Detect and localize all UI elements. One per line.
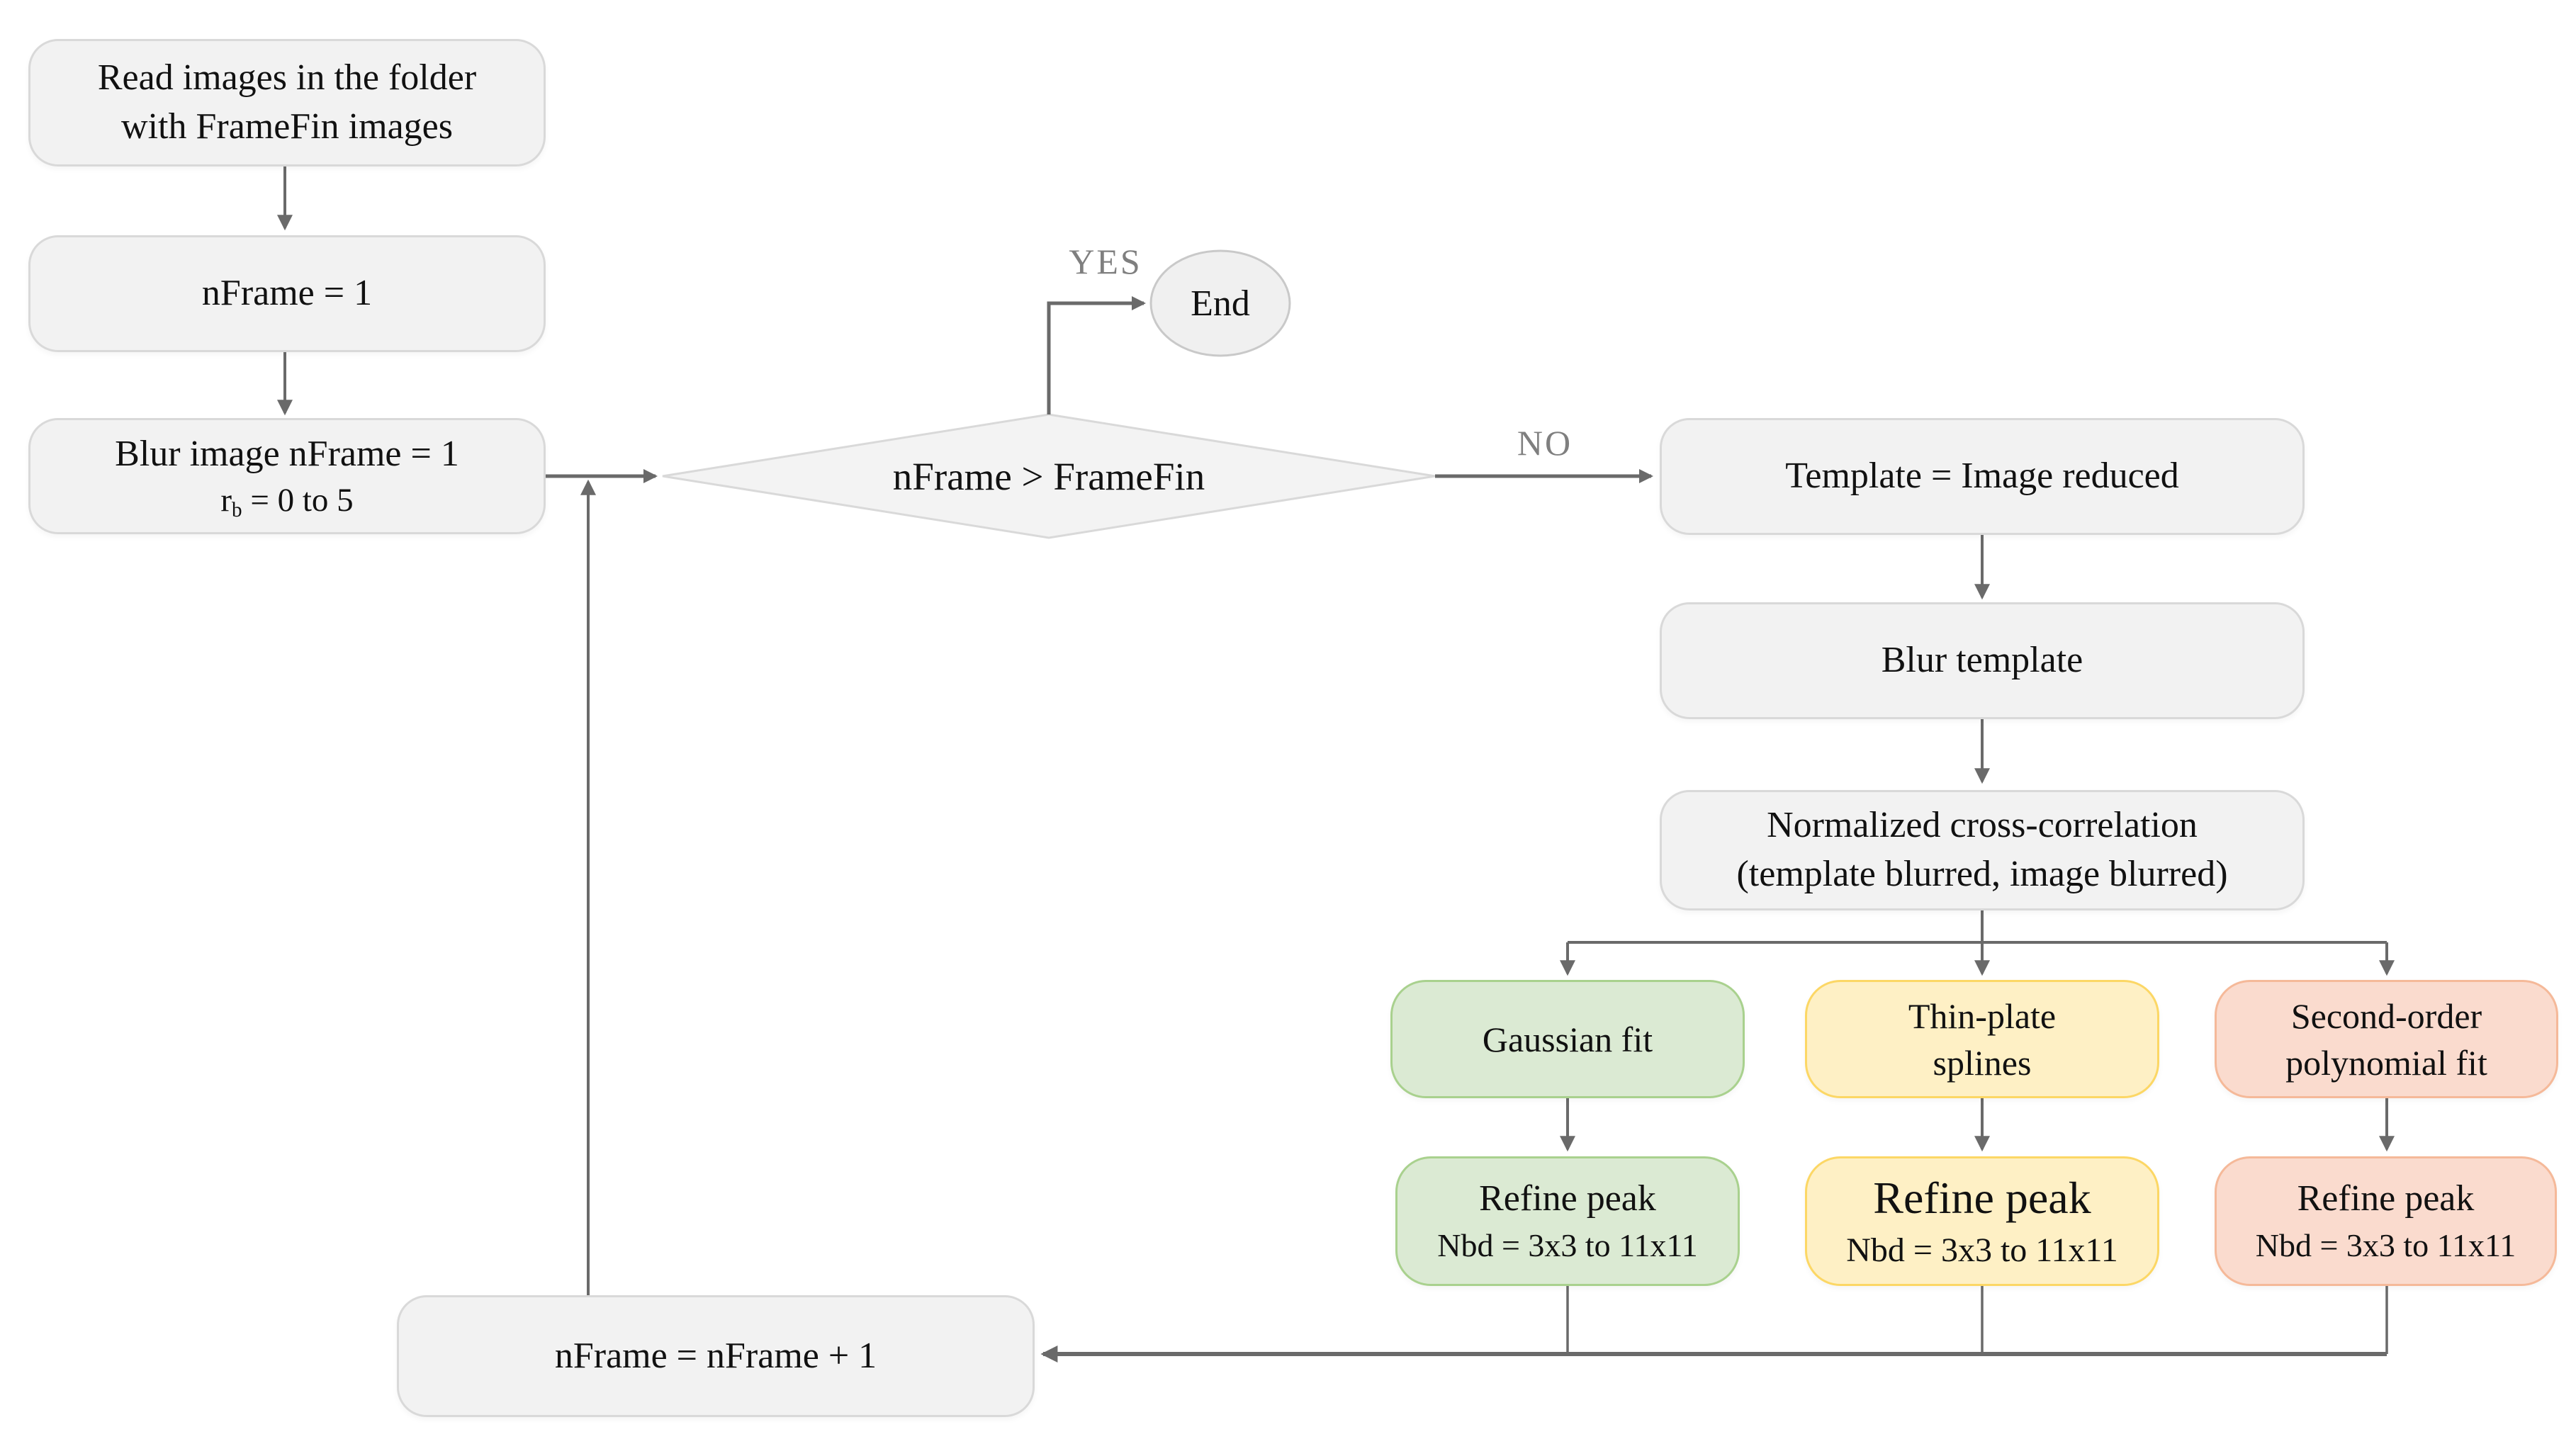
end-ellipse-shape: [1149, 249, 1291, 357]
node-increment-label: nFrame = nFrame + 1: [554, 1335, 877, 1376]
node-end-label: End: [1191, 283, 1250, 324]
node-blur-template-label: Blur template: [1881, 640, 2083, 681]
node-template-label: Template = Image reduced: [1785, 456, 2179, 497]
node-blur-image-line2: rb = 0 to 5: [220, 482, 354, 522]
node-decision-label: nFrame > FrameFin: [892, 454, 1205, 498]
node-init-frame-label: nFrame = 1: [201, 273, 373, 314]
node-second-order-line1: Second-order: [2290, 995, 2482, 1036]
refine-gaussian-title: Refine peak: [1479, 1178, 1656, 1219]
node-increment: nFrame = nFrame + 1: [397, 1295, 1035, 1417]
refine-thin-plate-subtitle: Nbd = 3x3 to 11x11: [1846, 1231, 2118, 1269]
refine-gaussian-subtitle: Nbd = 3x3 to 11x11: [1437, 1226, 1698, 1263]
node-gaussian-fit-label: Gaussian fit: [1482, 1019, 1653, 1059]
node-thin-plate-line2: splines: [1933, 1042, 2032, 1083]
node-refine-peak-gaussian: Refine peak Nbd = 3x3 to 11x11: [1395, 1156, 1740, 1286]
node-thin-plate-line1: Thin-plate: [1908, 995, 2057, 1036]
node-thin-plate-splines: Thin-plate splines: [1805, 980, 2159, 1098]
refine-second-order-title: Refine peak: [2297, 1178, 2475, 1219]
node-blur-image-line1: Blur image nFrame = 1: [115, 433, 459, 474]
node-refine-peak-thin-plate: Refine peak Nbd = 3x3 to 11x11: [1805, 1156, 2159, 1286]
node-blur-image: Blur image nFrame = 1 rb = 0 to 5: [28, 418, 546, 534]
edge-label-no: NO: [1517, 423, 1573, 463]
node-gaussian-fit: Gaussian fit: [1390, 980, 1745, 1098]
node-read-images-line1: Read images in the folder: [97, 57, 477, 98]
node-init-frame: nFrame = 1: [28, 235, 546, 352]
node-read-images: Read images in the folder with FrameFin …: [28, 39, 546, 167]
node-blur-template: Blur template: [1660, 602, 2305, 719]
edge-decision-yes-to-end: [1047, 296, 1146, 414]
node-ncc-line2: (template blurred, image blurred): [1736, 854, 2228, 894]
node-ncc-line1: Normalized cross-correlation: [1767, 805, 2198, 846]
node-second-order-fit: Second-order polynomial fit: [2215, 980, 2558, 1098]
refine-thin-plate-title: Refine peak: [1873, 1172, 2091, 1223]
node-ncc: Normalized cross-correlation (template b…: [1660, 790, 2305, 910]
node-refine-peak-second-order: Refine peak Nbd = 3x3 to 11x11: [2215, 1156, 2557, 1286]
edge-label-yes: YES: [1069, 242, 1142, 281]
subscript-b: b: [232, 499, 242, 522]
node-template: Template = Image reduced: [1660, 418, 2305, 535]
refine-second-order-subtitle: Nbd = 3x3 to 11x11: [2255, 1226, 2516, 1263]
node-read-images-line2: with FrameFin images: [121, 106, 453, 147]
node-second-order-line2: polynomial fit: [2285, 1042, 2487, 1083]
